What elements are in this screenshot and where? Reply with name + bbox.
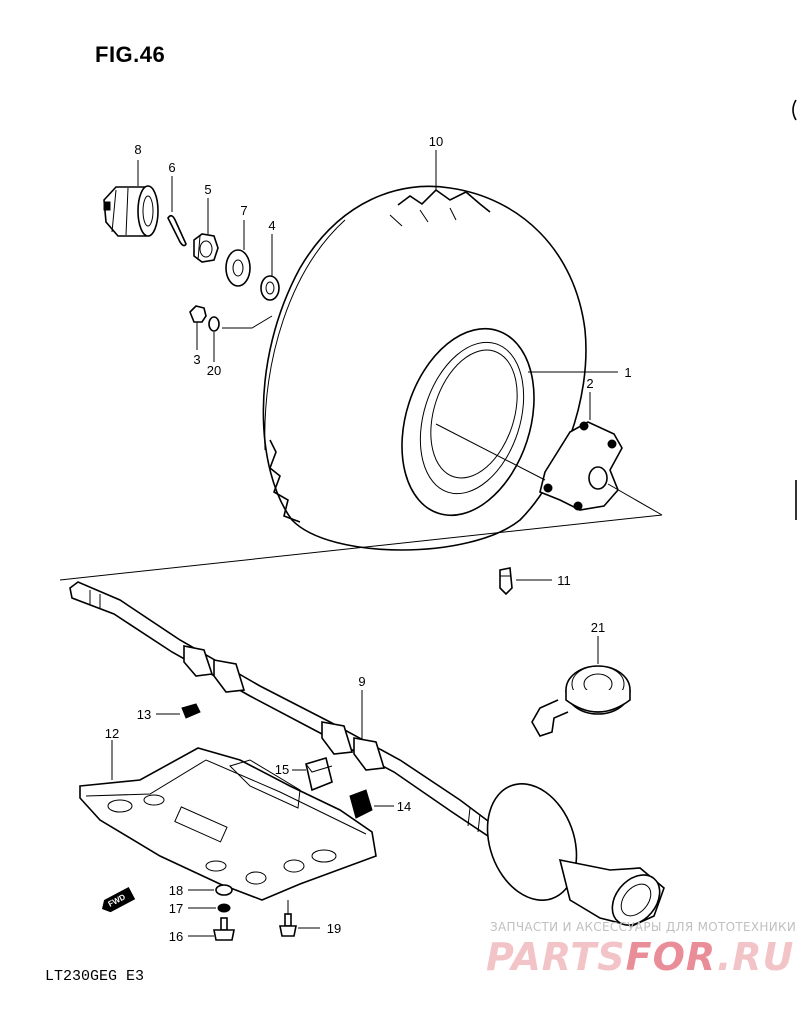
figure-title: FIG.46	[95, 42, 166, 67]
part-4-washer[interactable]	[260, 275, 280, 301]
part-6-cotter-pin[interactable]	[167, 214, 187, 247]
label-3: 3	[193, 352, 200, 367]
label-20: 20	[207, 363, 221, 378]
leader-3-20-link	[222, 315, 273, 329]
label-15: 15	[275, 762, 289, 777]
part-1-rim[interactable]	[379, 312, 556, 533]
part-19-bolt[interactable]	[279, 913, 297, 937]
label-19: 19	[327, 921, 341, 936]
label-12: 12	[105, 726, 119, 741]
part-12-skid-plate[interactable]	[79, 747, 377, 901]
part-13-pad[interactable]	[181, 703, 201, 719]
label-16: 16	[169, 929, 183, 944]
label-9: 9	[358, 674, 365, 689]
watermark-brand-part1: PARTS	[486, 935, 626, 979]
part-16-bolt[interactable]	[213, 917, 235, 941]
label-18: 18	[169, 883, 183, 898]
watermark-brand-part2: FOR	[625, 935, 717, 979]
part-2-hub[interactable]	[539, 421, 623, 511]
part-18-washer[interactable]	[215, 884, 233, 896]
watermark-brand: PARTSFOR.RU	[486, 935, 794, 979]
label-11: 11	[557, 573, 571, 588]
part-15-bumper[interactable]	[305, 756, 333, 792]
label-1: 1	[624, 365, 631, 380]
part-3-nut[interactable]	[189, 305, 207, 323]
label-7: 7	[240, 203, 247, 218]
assembly-line-lower	[59, 514, 663, 581]
label-14: 14	[397, 799, 411, 814]
part-21-pressure-gauge[interactable]	[531, 665, 631, 737]
label-8: 8	[134, 142, 141, 157]
model-code: LT230GEG E3	[45, 968, 145, 985]
label-13: 13	[137, 707, 151, 722]
part-20-washer[interactable]	[208, 316, 220, 332]
axle-hub-housing[interactable]	[472, 771, 669, 934]
part-7-washer[interactable]	[225, 249, 251, 287]
axle-centerline	[435, 423, 546, 481]
watermark-tagline: ЗАПЧАСТИ И АКСЕССУАРЫ ДЛЯ МОТОТЕХНИКИ	[490, 920, 797, 934]
label-21: 21	[591, 620, 605, 635]
label-4: 4	[268, 218, 275, 233]
label-6: 6	[168, 160, 175, 175]
watermark-brand-part3: .RU	[716, 935, 795, 979]
label-10: 10	[429, 134, 443, 149]
assembly-line-right	[607, 483, 663, 516]
part-14-bumper[interactable]	[349, 789, 373, 819]
label-17: 17	[169, 901, 183, 916]
label-5: 5	[204, 182, 211, 197]
part-11-valve[interactable]	[499, 567, 513, 596]
label-2: 2	[586, 376, 593, 391]
part-5-castle-nut[interactable]	[193, 233, 219, 263]
page-edge-mark	[792, 99, 797, 121]
part-17-nut[interactable]	[217, 903, 231, 913]
part-8-cap[interactable]	[103, 185, 159, 237]
